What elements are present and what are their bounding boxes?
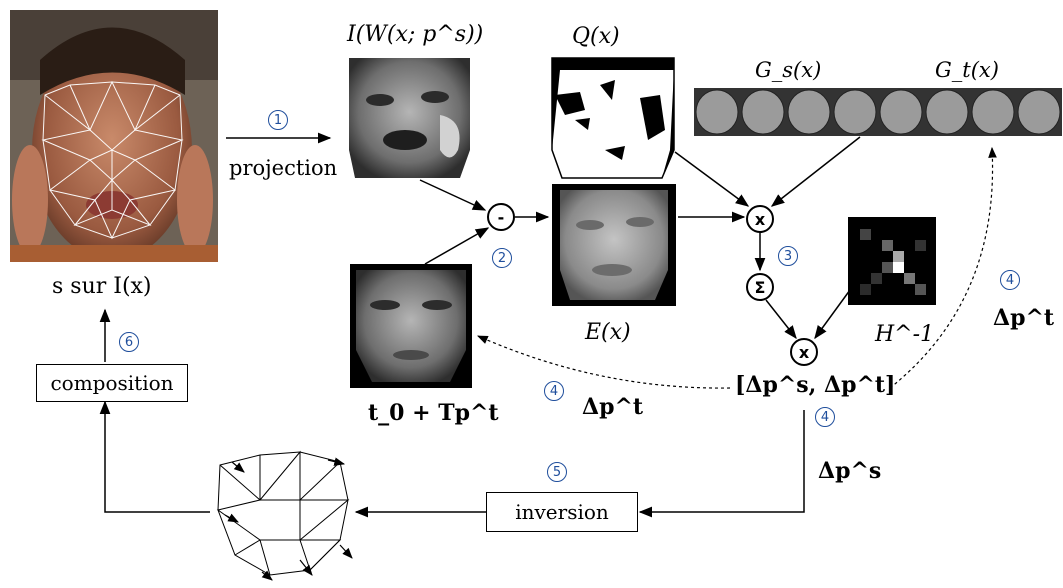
texture-model-label: t_0 + Tp^t [368, 400, 499, 426]
composition-box: composition [36, 364, 188, 402]
connectors [99, 132, 861, 518]
gradient-images-strip [694, 88, 1062, 136]
multiply-operator-top: x [746, 205, 774, 233]
step-5: 5 [547, 462, 567, 482]
delta-pt-right-label: Δp^t [993, 305, 1055, 331]
displacement-mesh [216, 450, 353, 581]
inversion-box: inversion [486, 492, 638, 532]
sum-operator: Σ [746, 273, 774, 301]
error-image-label: E(x) [585, 320, 631, 345]
face-mesh [41, 80, 184, 240]
step-4-bottom: 4 [815, 407, 835, 427]
warped-image [349, 58, 470, 178]
hessian-matrix [848, 217, 936, 305]
error-image [552, 184, 676, 306]
delta-ps-label: Δp^s [818, 458, 882, 484]
projection-label: projection [229, 156, 338, 180]
mask-image [551, 57, 675, 179]
input-photo [10, 10, 218, 262]
gt-label: G_t(x) [935, 58, 999, 82]
step-2: 2 [492, 248, 512, 268]
step-6: 6 [119, 332, 139, 352]
dotted-connectors [477, 146, 997, 389]
step-4-left: 4 [544, 381, 564, 401]
hessian-label: H^-1 [875, 322, 935, 347]
delta-pair-label: [Δp^s, Δp^t] [735, 372, 896, 398]
warped-image-label: I(W(x; p^s)) [347, 22, 484, 47]
step-3: 3 [778, 246, 798, 266]
texture-model-image [350, 264, 472, 388]
mask-label: Q(x) [572, 24, 620, 49]
delta-pt-left-label: Δp^t [582, 394, 644, 420]
minus-operator: - [487, 203, 515, 231]
gs-label: G_s(x) [755, 58, 822, 82]
multiply-operator-bottom: x [790, 338, 818, 366]
step-1: 1 [268, 110, 288, 130]
step-4-right: 4 [1000, 270, 1020, 290]
input-label: s sur I(x) [52, 274, 152, 299]
